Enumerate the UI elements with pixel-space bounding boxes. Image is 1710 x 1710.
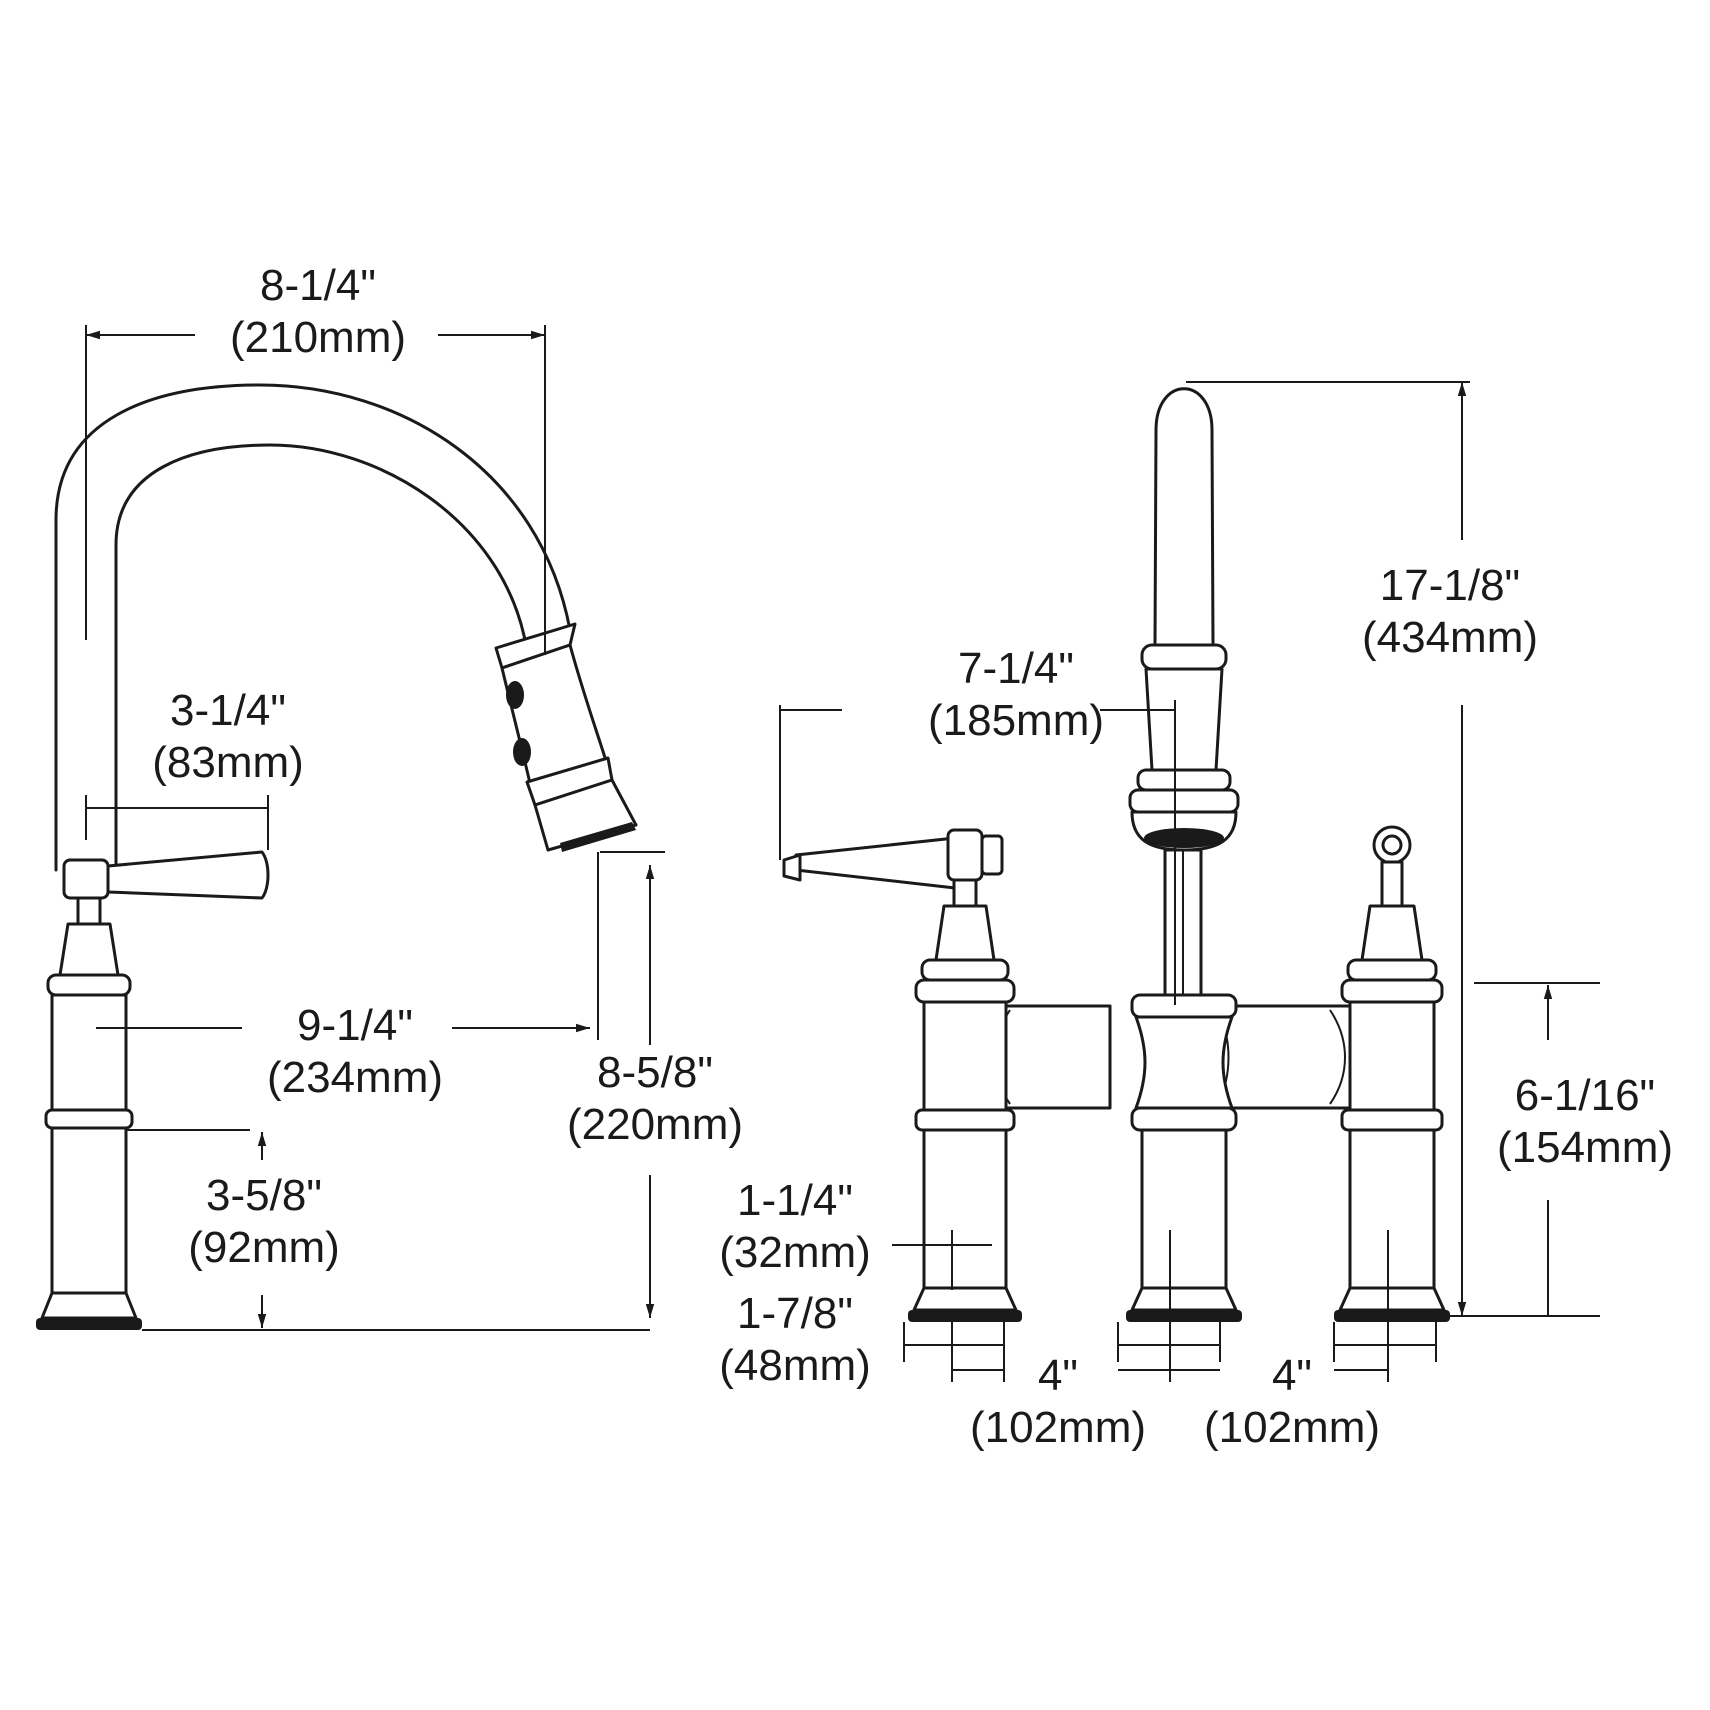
- front-middle-column: [1126, 993, 1242, 1322]
- label-center-right-in: 4": [1272, 1351, 1312, 1400]
- label-front-handle-mm: (185mm): [928, 696, 1104, 745]
- label-center-left-in: 4": [1038, 1351, 1078, 1400]
- label-overall-height-in: 17-1/8": [1380, 561, 1520, 610]
- side-spray-head: [494, 622, 638, 852]
- dim-spout-clearance: 8-5/8" (220mm): [567, 865, 743, 1318]
- side-body: [36, 922, 142, 1330]
- label-handle-length-mm: (83mm): [152, 738, 304, 787]
- label-reach-in: 9-1/4": [297, 1001, 413, 1050]
- front-view-faucet: [782, 387, 1600, 1322]
- dim-center-spacing: 4" (102mm) 4" (102mm): [970, 1230, 1437, 1452]
- dim-overall-height: 17-1/8" (434mm): [1186, 381, 1538, 1316]
- side-spout-outer: [54, 383, 572, 872]
- front-right-column: [1334, 825, 1450, 1322]
- label-shank-dia-mm: (32mm): [719, 1228, 871, 1277]
- side-view-faucet: [36, 383, 650, 1331]
- label-center-right-mm: (102mm): [1204, 1403, 1380, 1452]
- side-spout-inner: [114, 443, 527, 872]
- label-overall-height-mm: (434mm): [1362, 613, 1538, 662]
- spray-button-icon: [506, 681, 524, 709]
- dim-base-diameter: 1-7/8" (48mm): [719, 1289, 1005, 1390]
- label-base-dia-in: 1-7/8": [737, 1289, 853, 1338]
- label-spout-clearance-mm: (220mm): [567, 1100, 743, 1149]
- label-center-left-mm: (102mm): [970, 1403, 1146, 1452]
- dim-bridge-height: 6-1/16" (154mm): [1474, 982, 1673, 1316]
- label-base-dia-mm: (48mm): [719, 1341, 871, 1390]
- dim-handle-length: 3-1/4" (83mm): [85, 686, 304, 850]
- dim-reach: 9-1/4" (234mm): [96, 851, 665, 1102]
- side-handle: [62, 850, 270, 926]
- label-side-width-in: 8-1/4": [260, 261, 376, 310]
- front-spout: [1128, 387, 1240, 997]
- label-bridge-height-in: 6-1/16": [1515, 1071, 1655, 1120]
- label-handle-height-in: 3-5/8": [206, 1171, 322, 1220]
- label-side-width-mm: (210mm): [230, 313, 406, 362]
- label-handle-length-in: 3-1/4": [170, 686, 286, 735]
- dim-side-width: 8-1/4" (210mm): [85, 261, 546, 655]
- label-bridge-height-mm: (154mm): [1497, 1123, 1673, 1172]
- label-front-handle-in: 7-1/4": [958, 644, 1074, 693]
- label-spout-clearance-in: 8-5/8": [597, 1048, 713, 1097]
- dim-front-handle: 7-1/4" (185mm): [779, 644, 1176, 1005]
- dim-handle-height: 3-5/8" (92mm): [126, 1129, 340, 1328]
- front-left-column: [782, 828, 1022, 1322]
- dim-shank-diameter: 1-1/4" (32mm): [719, 1176, 992, 1290]
- spray-button-icon: [513, 738, 531, 766]
- label-reach-mm: (234mm): [267, 1053, 443, 1102]
- label-shank-dia-in: 1-1/4": [737, 1176, 853, 1225]
- label-handle-height-mm: (92mm): [188, 1223, 340, 1272]
